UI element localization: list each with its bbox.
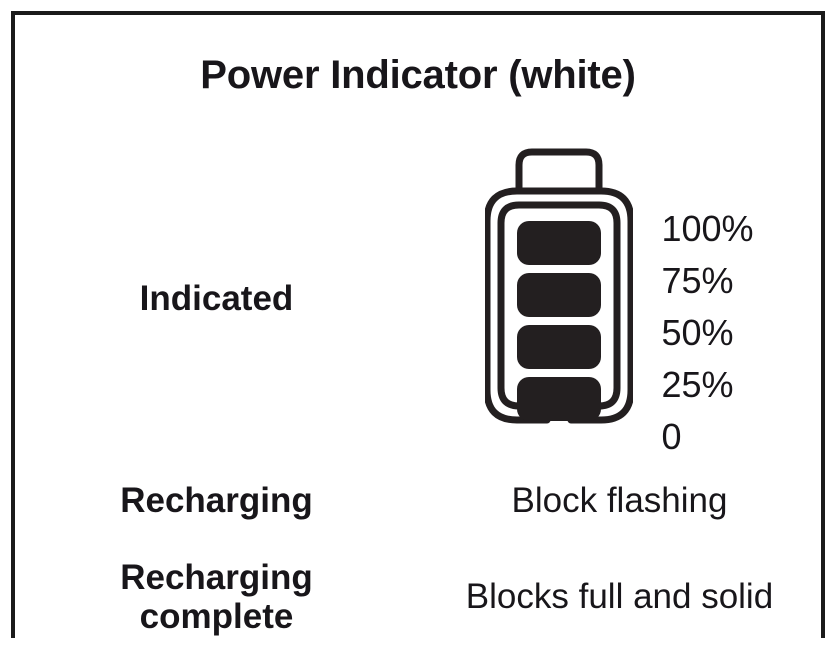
row-value-recharging-complete: Blocks full and solid [418, 539, 821, 655]
battery-block-100 [517, 221, 602, 265]
row-label-indicated: Indicated [15, 135, 418, 463]
battery-level-label-75: 75% [661, 260, 734, 301]
row-label-recharging: Recharging [15, 463, 418, 539]
battery-level-label-100: 100% [661, 208, 754, 249]
specification-table: Power Indicator (white) Indicated [15, 15, 821, 655]
table-row: Recharging Block flashing [15, 463, 821, 539]
battery-cap-outline [515, 148, 603, 195]
battery-indicator-group: 100% 75% 50% 25% 0 [418, 135, 821, 463]
row-label-line-2: complete [139, 597, 294, 636]
row-value-recharging: Block flashing [418, 463, 821, 539]
table-row: Recharging complete Blocks full and soli… [15, 539, 821, 655]
battery-level-label-25: 25% [661, 364, 734, 405]
row-label-text: Indicated [139, 279, 294, 319]
row-label-line-1: Recharging [120, 557, 313, 597]
page-title: Power Indicator (white) [200, 53, 636, 97]
battery-block-25 [517, 377, 602, 421]
battery-level-label-0: 0 [661, 416, 682, 457]
battery-outer-outline [483, 187, 635, 424]
battery-level-label-50: 50% [661, 312, 734, 353]
row-value-text: Blocks full and solid [465, 576, 774, 616]
battery-inner-outline [497, 201, 621, 410]
battery-level-icon [483, 145, 635, 427]
table-header-cell: Power Indicator (white) [15, 15, 821, 135]
row-value-indicated: 100% 75% 50% 25% 0 [418, 135, 821, 463]
table-header-row: Power Indicator (white) [15, 15, 821, 135]
battery-block-50 [517, 325, 602, 369]
battery-block-75 [517, 273, 602, 317]
row-label-text: Recharging [120, 481, 313, 521]
row-label-text-multiline: Recharging complete [15, 558, 418, 636]
battery-level-icon-svg [483, 148, 635, 424]
battery-level-labels: 100% 75% 50% 25% 0 [661, 145, 753, 463]
power-indicator-table: Power Indicator (white) Indicated [11, 11, 825, 655]
row-value-text: Block flashing [511, 480, 728, 520]
row-label-recharging-complete: Recharging complete [15, 539, 418, 655]
table-row: Indicated [15, 135, 821, 463]
